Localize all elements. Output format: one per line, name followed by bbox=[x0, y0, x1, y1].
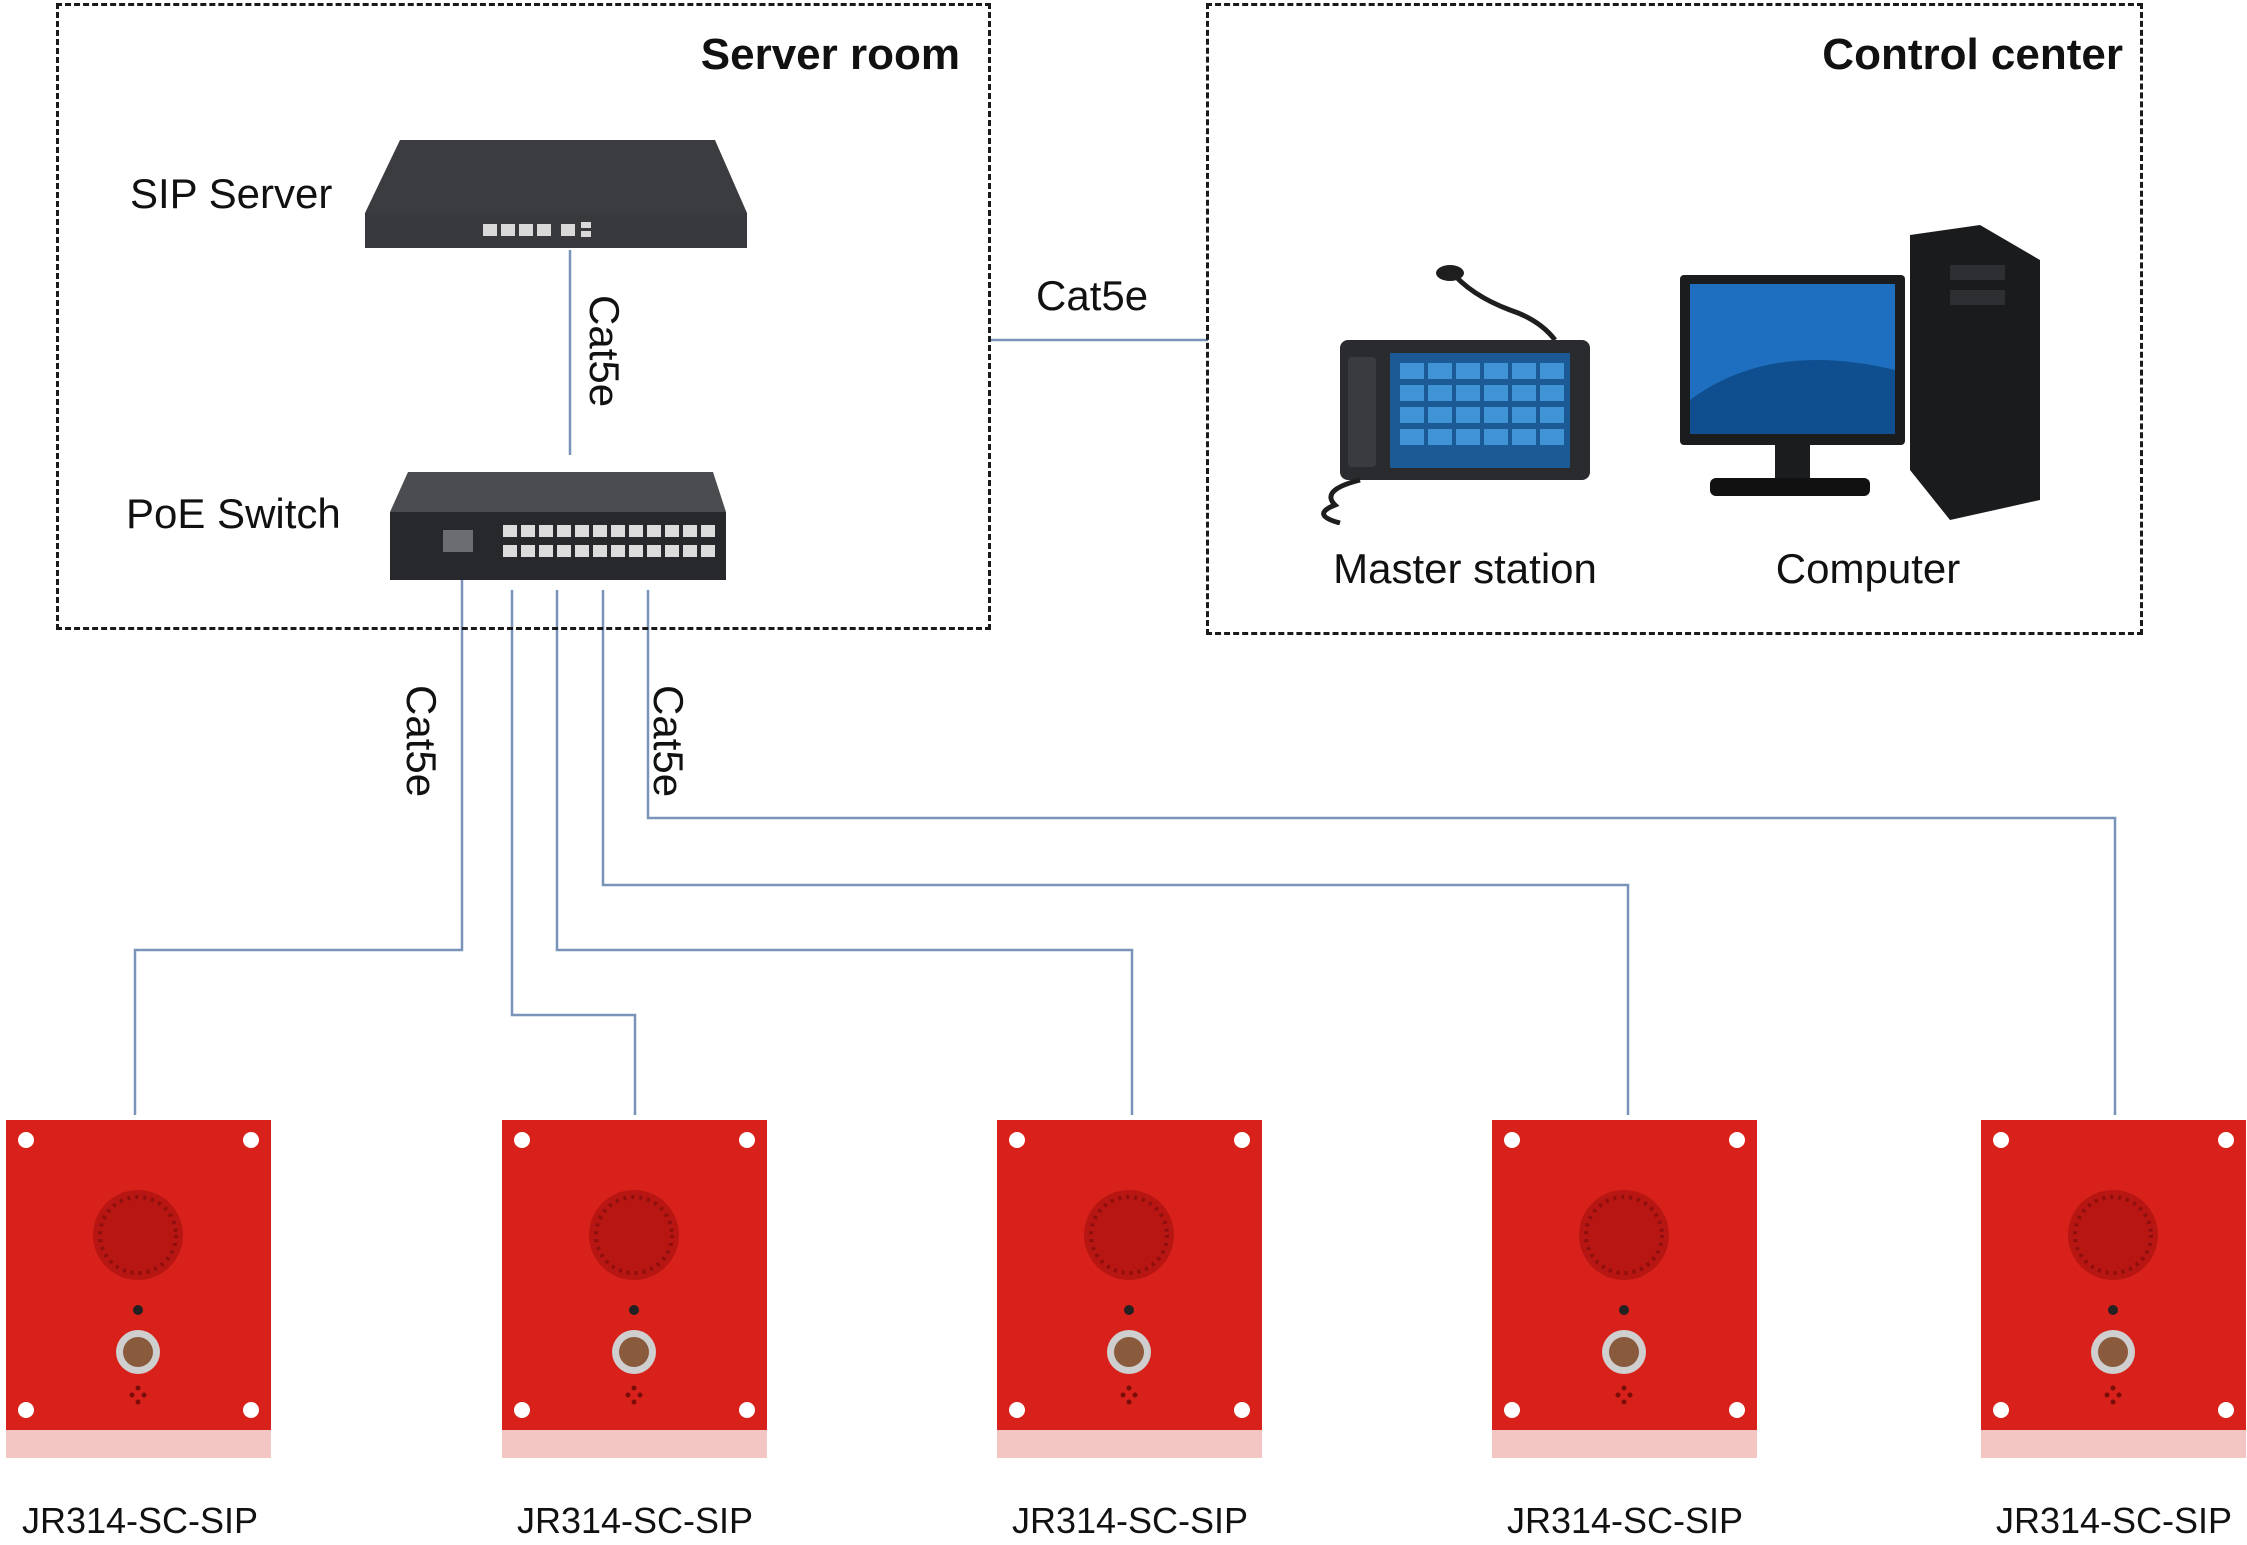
master-station-label: Master station bbox=[1333, 545, 1597, 592]
intercom-5 bbox=[1981, 1120, 2246, 1465]
wire-intercom-1 bbox=[133, 568, 464, 1115]
poe-switch-device bbox=[390, 472, 726, 580]
intercom-3 bbox=[997, 1120, 1262, 1465]
wire-intercom-2 bbox=[510, 590, 637, 1115]
intercom-panel bbox=[6, 1120, 271, 1458]
computer-device bbox=[1680, 225, 2040, 520]
intercom-1 bbox=[6, 1120, 271, 1465]
server-room-zone bbox=[56, 3, 991, 630]
intercom-2 bbox=[502, 1120, 767, 1465]
sip-server-label: SIP Server bbox=[130, 170, 333, 217]
wire-intercom-3 bbox=[555, 590, 1134, 1115]
master-station-device bbox=[1321, 265, 1590, 525]
control-center-zone bbox=[1206, 3, 2143, 635]
wire-intercom-4 bbox=[601, 590, 1630, 1115]
sip-server-device bbox=[365, 140, 747, 248]
intercom-panel bbox=[1981, 1120, 2246, 1458]
uplink-cable-label: Cat5e bbox=[581, 295, 628, 408]
poe-switch-label: PoE Switch bbox=[126, 490, 341, 537]
drop-cable-label-right: Cat5e bbox=[645, 685, 692, 798]
intercom-4 bbox=[1492, 1120, 1757, 1465]
drop-cable-label-left: Cat5e bbox=[398, 685, 445, 798]
intercom-4-label: JR314-SC-SIP bbox=[1506, 1500, 1744, 1541]
intercom-panel bbox=[997, 1120, 1262, 1458]
link-cable-label: Cat5e bbox=[1036, 272, 1149, 319]
intercom-3-label: JR314-SC-SIP bbox=[1011, 1500, 1249, 1541]
intercom-5-label: JR314-SC-SIP bbox=[1995, 1500, 2233, 1541]
intercom-panel bbox=[1492, 1120, 1757, 1458]
intercom-2-label: JR314-SC-SIP bbox=[516, 1500, 754, 1541]
wire-intercom-5 bbox=[646, 590, 2117, 1115]
intercom-1-label: JR314-SC-SIP bbox=[21, 1500, 259, 1541]
computer-label: Computer bbox=[1775, 545, 1961, 592]
control-center-title: Control center bbox=[1822, 30, 2123, 79]
intercom-panel bbox=[502, 1120, 767, 1458]
server-room-title: Server room bbox=[700, 30, 960, 79]
